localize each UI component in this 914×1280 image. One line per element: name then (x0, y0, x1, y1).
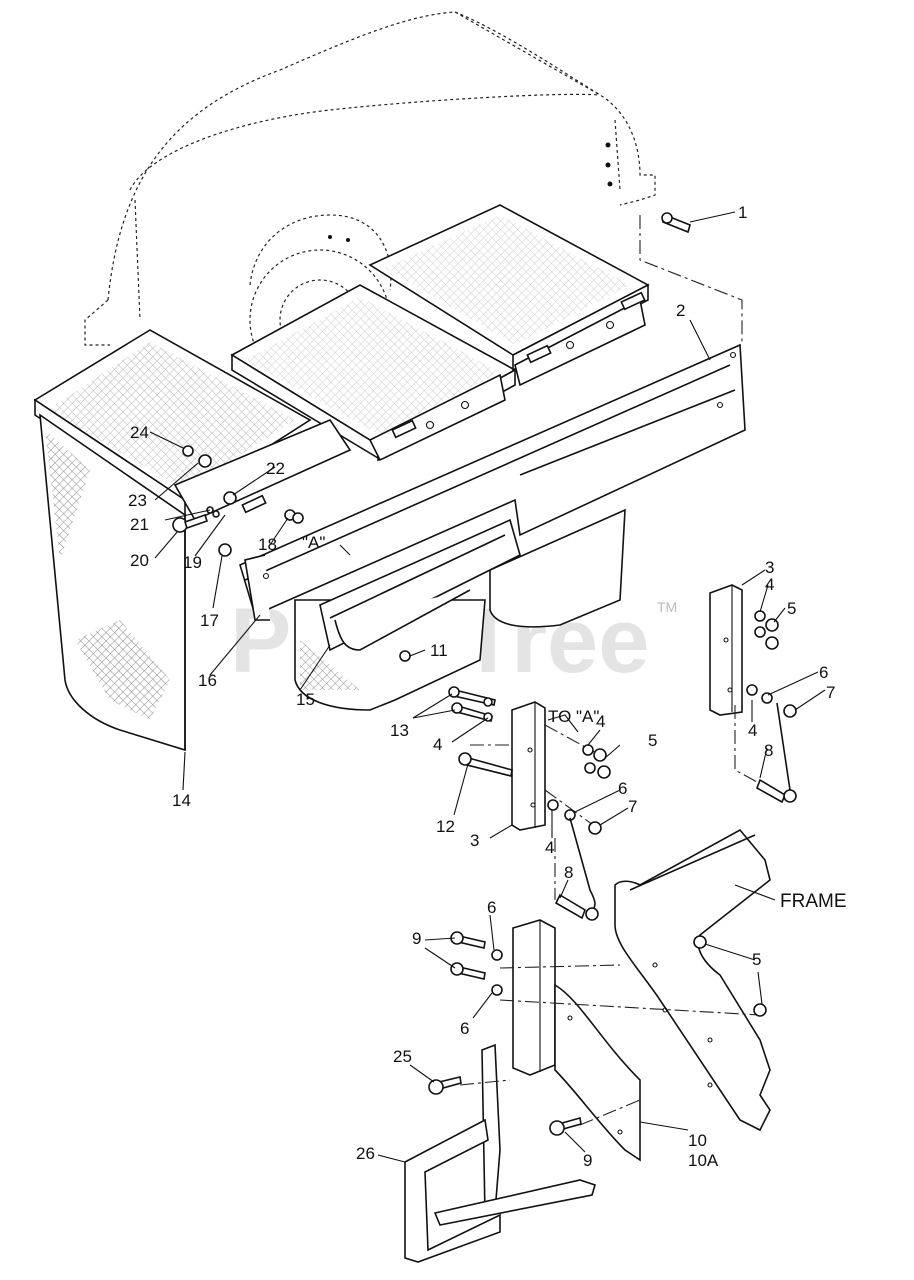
callout-17: 17 (200, 611, 219, 630)
callout-3-upper: 3 (765, 558, 774, 577)
callout-1: 1 (738, 203, 747, 222)
leader-lines (149, 211, 826, 1163)
frame-label: FRAME (780, 891, 847, 912)
callout-8-upper: 8 (764, 741, 773, 760)
callout-23: 23 (128, 491, 147, 510)
callout-14: 14 (172, 791, 191, 810)
hitch-handle (404, 1043, 596, 1263)
mount-tube-center (511, 701, 546, 831)
callout-10: 10 (688, 1131, 707, 1150)
callout-18: 18 (258, 535, 277, 554)
callout-6-lower-b: 6 (460, 1019, 469, 1038)
callout-5-lower: 5 (752, 950, 761, 969)
callout-9-lower-b: 9 (583, 1151, 592, 1170)
callout-24: 24 (130, 423, 149, 442)
callout-20: 20 (130, 551, 149, 570)
callout-4-center-a: 4 (433, 735, 442, 754)
callout-16: 16 (198, 671, 217, 690)
support-channel (239, 343, 746, 621)
deflector-channel (319, 518, 521, 652)
rail-brackets (173, 291, 646, 522)
callout-8-center: 8 (564, 863, 573, 882)
callout-5-center: 5 (648, 731, 657, 750)
detail-a-label: "A" (302, 533, 325, 552)
callout-19: 19 (183, 553, 202, 572)
callout-6-center: 6 (618, 779, 627, 798)
callout-22: 22 (266, 459, 285, 478)
callout-4-center-c: 4 (545, 838, 554, 857)
callout-13: 13 (390, 721, 409, 740)
callouts: 1 2 3 4 5 6 7 4 8 24 22 23 21 20 19 18 "… (128, 203, 847, 1170)
callout-10a: 10A (688, 1151, 719, 1170)
callout-3-center: 3 (470, 831, 479, 850)
callout-9-lower-a: 9 (412, 929, 421, 948)
to-a-label: TO "A" (548, 707, 599, 726)
callout-6-upper: 6 (819, 663, 828, 682)
hardware (172, 212, 797, 1136)
lower-post (512, 919, 556, 1076)
callout-7-center: 7 (628, 797, 637, 816)
callout-4-upper: 4 (765, 575, 774, 594)
callout-26: 26 (356, 1144, 375, 1163)
watermark-trademark: TM (657, 599, 677, 615)
mount-tube-upper (709, 584, 743, 716)
callout-4-center-b: 4 (596, 712, 605, 731)
mount-bracket (554, 983, 641, 1162)
callout-21: 21 (130, 515, 149, 534)
callout-11: 11 (430, 641, 448, 660)
callout-12: 12 (436, 817, 455, 836)
callout-2: 2 (676, 301, 685, 320)
callout-15: 15 (296, 690, 315, 709)
callout-4-upper-b: 4 (748, 721, 757, 740)
callout-25: 25 (393, 1047, 412, 1066)
bolt-1 (661, 212, 691, 234)
callout-5-upper: 5 (787, 599, 796, 618)
callout-7-upper: 7 (826, 683, 835, 702)
callout-6-lower-a: 6 (487, 898, 496, 917)
